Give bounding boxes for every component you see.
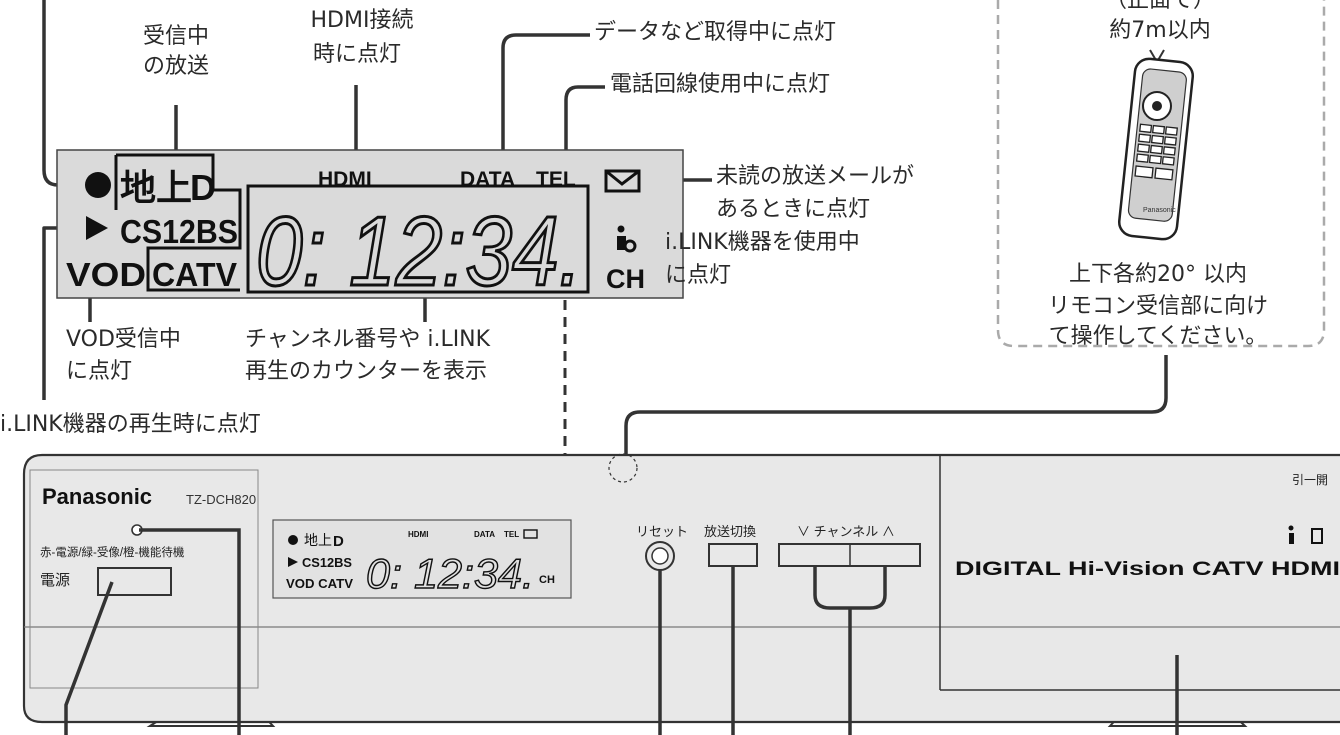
- callout-ilink-2: に点灯: [665, 263, 732, 288]
- callout-mail-1: 未読の放送メールが: [716, 164, 915, 189]
- power-label: 電源: [40, 572, 70, 589]
- callout-vod-1: VOD受信中: [66, 327, 181, 352]
- callout-tel: 電話回線使用中に点灯: [610, 72, 831, 97]
- lcd-tel: TEL: [536, 168, 576, 191]
- callout-hdmi-1: HDMI接続: [310, 8, 414, 33]
- ilink-icon: [617, 225, 637, 253]
- mini-display: [272, 519, 572, 599]
- remote-box: [996, 0, 1326, 348]
- broadcast-label: 放送切換: [704, 524, 756, 539]
- remote-brand: Panasonic: [1143, 207, 1176, 214]
- lcd-cs12bs: CS12BS: [120, 213, 238, 250]
- lcd-enlarged-panel: [56, 149, 684, 299]
- callout-receiving-2: の放送: [142, 54, 209, 79]
- play-triangle-icon: [86, 216, 108, 240]
- callout-mail-2: あるときに点灯: [716, 197, 871, 222]
- lcd-ch: CH: [606, 264, 645, 294]
- mini-cs12bs: CS12BS: [302, 555, 352, 570]
- callout-receiving-1: 受信中: [142, 24, 209, 49]
- mini-vod-catv: VOD CATV: [286, 576, 353, 591]
- callout-vod-2: に点灯: [66, 359, 133, 384]
- broadcast-switch-button[interactable]: [708, 543, 758, 567]
- callout-data: データなど取得中に点灯: [594, 20, 837, 45]
- callout-ilink-play: i.LINK機器の再生時に点灯: [0, 412, 261, 437]
- bottom-leaders: [64, 528, 1179, 735]
- reset-label: リセット: [636, 524, 688, 539]
- callout-ilink-1: i.LINK機器を使用中: [665, 230, 860, 255]
- remote-distance: 約7m以内: [1109, 18, 1211, 43]
- ilink-hdmi-icons: [1288, 525, 1323, 544]
- lcd-data: DATA: [460, 168, 515, 191]
- mini-tel: TEL: [504, 530, 519, 539]
- mail-envelope-icon: [604, 169, 641, 193]
- callout-hdmi-2: 時に点灯: [313, 42, 402, 67]
- sensor-circle-icon: [608, 453, 638, 483]
- remote-line0: （正面で）: [1104, 0, 1215, 13]
- remote-angle: 上下各約20° 以内: [1069, 262, 1247, 287]
- power-legend: 赤-電源/緑-受像/橙-機能待機: [40, 545, 185, 559]
- device-model: TZ-DCH820: [186, 492, 256, 507]
- callout-counter-1: チャンネル番号や i.LINK: [245, 327, 491, 352]
- mini-hdmi: HDMI: [408, 530, 428, 539]
- lcd-digits: 0: 12:34.: [256, 196, 582, 306]
- digit-box: [246, 184, 590, 294]
- mini-d: D: [333, 533, 344, 550]
- mini-tijo: 地上: [304, 532, 332, 548]
- record-dot-icon: [85, 172, 111, 198]
- open-label: 引一開: [1292, 473, 1328, 487]
- lcd-d: D: [190, 167, 216, 208]
- remote-instruction-1: リモコン受信部に向け: [1047, 294, 1268, 319]
- indicator-box: [116, 153, 242, 292]
- mini-ch: CH: [539, 574, 555, 586]
- callout-counter-2: 再生のカウンターを表示: [245, 359, 488, 384]
- channel-label: ∨ チャンネル ∧: [797, 524, 895, 539]
- device-brand-logo: Panasonic: [42, 484, 152, 509]
- remote-instruction-2: て操作してください。: [1048, 324, 1268, 349]
- lcd-hdmi: HDMI: [318, 168, 372, 191]
- lcd-vod: VOD: [66, 256, 146, 293]
- mini-mail-icon: [523, 529, 538, 539]
- feature-logos: DIGITAL Hi-Vision CATV HDMI: [955, 559, 1340, 580]
- mini-data: DATA: [474, 530, 495, 539]
- remote-control-icon: Panasonic: [1117, 49, 1195, 241]
- lcd-catv: CATV: [152, 256, 237, 293]
- mini-digits: 0: 12:34.: [366, 550, 534, 597]
- lcd-tijo: 地上: [120, 167, 192, 208]
